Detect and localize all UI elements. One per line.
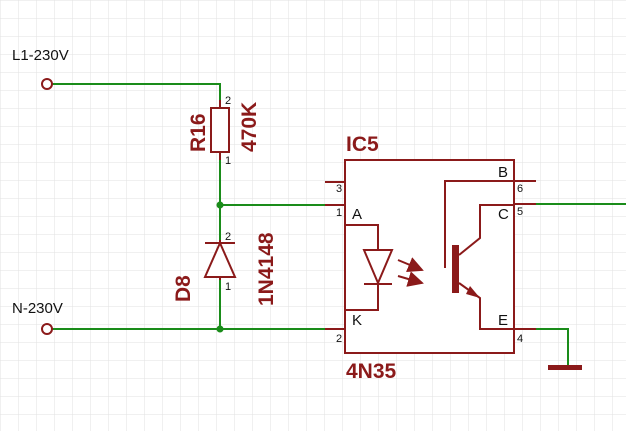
pin-number-1: 1 <box>336 207 342 219</box>
junction-dot-top <box>216 201 224 209</box>
resistor-pin-top: 2 <box>225 95 231 107</box>
ground-symbol <box>548 365 582 370</box>
collector-wire <box>458 204 514 256</box>
optocoupler-ic5[interactable] <box>325 159 536 354</box>
diode-pin-top: 2 <box>225 231 231 243</box>
resistor-ref: R16 <box>187 113 210 152</box>
diode-pin-bottom: 1 <box>225 281 231 293</box>
ic-part: 4N35 <box>346 360 397 383</box>
transistor-base-bar <box>452 245 459 293</box>
led-emission-arrow-2 <box>397 271 424 287</box>
resistor-body <box>210 107 230 153</box>
terminal-n[interactable] <box>41 323 53 335</box>
pin-number-5: 5 <box>517 206 523 218</box>
diode-d8[interactable] <box>203 240 237 280</box>
resistor-value: 470K <box>238 102 261 152</box>
led-cathode-wire <box>345 284 379 311</box>
led-emission-arrow-1 <box>397 257 424 272</box>
pin-name-k: K <box>352 312 362 329</box>
diode-value: 1N4148 <box>255 232 278 306</box>
pin-number-3: 3 <box>336 183 342 195</box>
internal-phototransistor <box>444 180 514 330</box>
pin-number-6: 6 <box>517 183 523 195</box>
junction-dot-bottom <box>216 325 224 333</box>
wire-l1-to-resistor <box>52 83 221 100</box>
ic-ref: IC5 <box>346 133 379 156</box>
pin-number-2: 2 <box>336 333 342 345</box>
emitter-arrow <box>466 286 480 298</box>
base-wire <box>444 180 514 268</box>
resistor-pin-bottom: 1 <box>225 155 231 167</box>
led-triangle <box>362 249 394 286</box>
pin-name-b: B <box>498 164 508 181</box>
pin-name-a: A <box>352 206 362 223</box>
led-anode-wire <box>345 224 379 250</box>
internal-led <box>345 224 424 311</box>
pin-name-c: C <box>498 206 509 223</box>
terminal-l1[interactable] <box>41 78 53 90</box>
pin-number-4: 4 <box>517 333 523 345</box>
resistor-r16[interactable] <box>210 100 230 160</box>
terminal-n-label: N-230V <box>12 300 63 317</box>
pin-name-e: E <box>498 312 508 329</box>
terminal-l1-label: L1-230V <box>12 47 69 64</box>
diode-ref: D8 <box>172 275 195 302</box>
